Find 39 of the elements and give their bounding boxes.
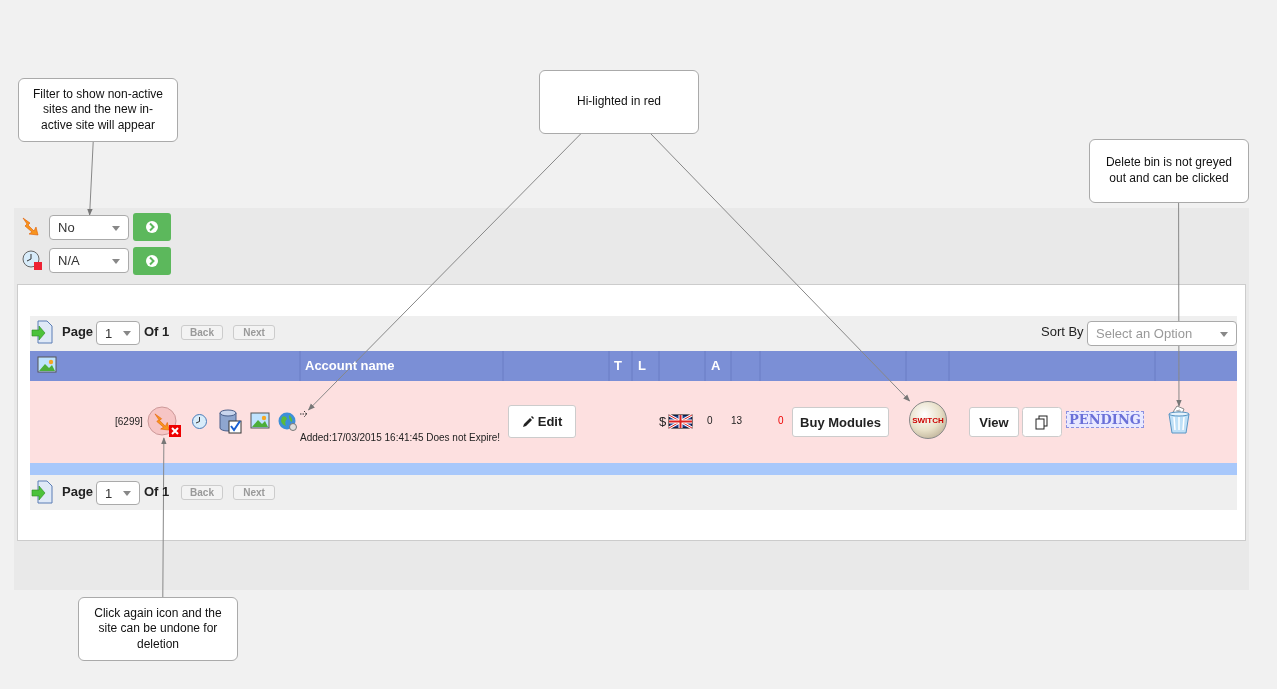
column-header: Account name	[305, 358, 395, 373]
back-button: Back	[181, 325, 223, 340]
leader-line	[650, 133, 911, 402]
pager-label: Page	[62, 484, 94, 499]
trash-bin-icon	[1168, 406, 1190, 434]
column-header: A	[711, 358, 721, 373]
sort-select: Select an Option	[1087, 321, 1237, 346]
next-button: Next	[233, 485, 275, 500]
leader-line	[161, 437, 167, 598]
next-button: Next	[233, 325, 275, 340]
buy-modules-button: Buy Modules	[792, 407, 889, 437]
currency-symbol: $	[659, 414, 667, 429]
callout-box: Filter to show non-active sites and the new in-active site will appear	[18, 78, 178, 142]
page-select: 1	[96, 481, 140, 505]
pager-label: Page	[62, 324, 94, 339]
count-value: 0	[778, 415, 784, 426]
added-date-text: Added:17/03/2015 16:41:45 Does not Expire!	[300, 432, 501, 443]
leader-line	[87, 141, 94, 216]
leader-line	[1176, 202, 1182, 407]
pager-label: Of 1	[144, 324, 170, 339]
undo-delete-icon	[147, 406, 181, 438]
callout-box: Delete bin is not greyed out and can be clicked	[1089, 139, 1249, 203]
column-header: T	[614, 358, 622, 373]
callout-box: Hi-lighted in red	[539, 70, 699, 134]
page-select: 1	[96, 321, 140, 345]
column-header: L	[638, 358, 646, 373]
sort-label: Sort By	[1041, 324, 1084, 339]
leader-line	[307, 133, 582, 411]
callout-box: Click again icon and the site can be undone for deletion	[78, 597, 238, 661]
count-value: 0	[707, 415, 713, 426]
view-button: View	[969, 407, 1019, 437]
pending-stamp: PENDING	[1066, 411, 1144, 428]
count-value: 13	[731, 415, 743, 426]
dropdown-select: N/A	[49, 248, 129, 273]
dotted-arrow-icon	[300, 410, 309, 418]
dropdown-select: No	[49, 215, 129, 240]
edit-button: Edit	[508, 405, 576, 438]
back-button: Back	[181, 485, 223, 500]
pager-label: Of 1	[144, 484, 170, 499]
